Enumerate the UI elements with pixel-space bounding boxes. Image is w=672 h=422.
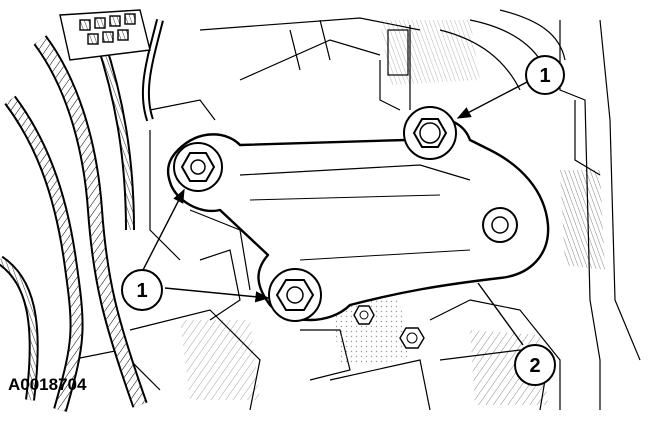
bolt-icon bbox=[268, 268, 322, 322]
leader-lines bbox=[141, 81, 528, 346]
bolt-icon bbox=[173, 142, 223, 192]
washer-icon bbox=[399, 327, 425, 349]
washer-icon bbox=[353, 305, 375, 325]
callout-1-lower: 1 bbox=[121, 269, 163, 311]
connector-block bbox=[59, 9, 151, 61]
shading bbox=[180, 20, 605, 405]
callout-2: 2 bbox=[514, 344, 556, 386]
figure-id: A0018704 bbox=[8, 375, 87, 394]
callout-label: 2 bbox=[529, 355, 540, 377]
bracket bbox=[166, 117, 550, 322]
callout-label: 1 bbox=[136, 280, 147, 302]
callout-label: 1 bbox=[539, 65, 550, 87]
wiring-harness bbox=[0, 19, 164, 412]
callout-1-upper: 1 bbox=[525, 55, 565, 95]
bolt-icon bbox=[403, 106, 457, 160]
